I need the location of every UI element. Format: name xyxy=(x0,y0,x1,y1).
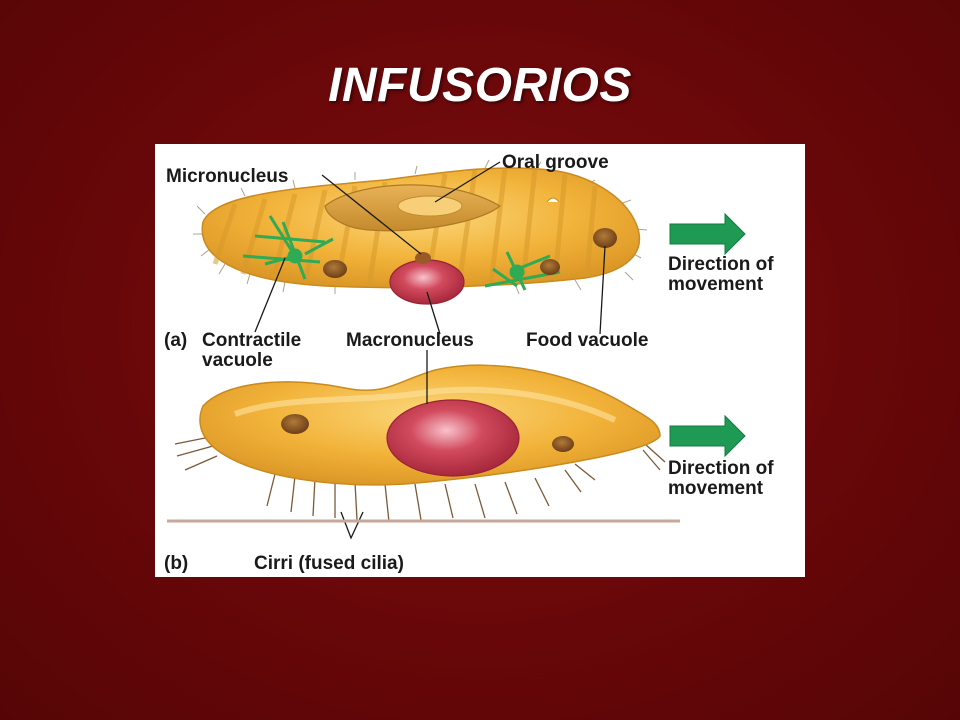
food-vacuole-a1 xyxy=(323,260,347,278)
micronucleus-shape xyxy=(415,252,431,264)
label-contractile-line1: Contractile xyxy=(202,330,301,351)
body-b-highlight xyxy=(233,386,617,423)
label-micronucleus: Micronucleus xyxy=(166,166,288,187)
contractile-vacuole-right xyxy=(484,251,561,291)
food-vacuole-b2 xyxy=(552,436,574,452)
food-vacuole-a2 xyxy=(540,259,560,275)
food-vacuole-b1 xyxy=(281,414,309,434)
label-macronucleus: Macronucleus xyxy=(346,330,474,351)
slide-title: INFUSORIOS xyxy=(328,59,632,112)
label-direction-a-line1: Direction of xyxy=(668,254,774,275)
macronucleus-a xyxy=(389,259,465,305)
label-direction-a-line2: movement xyxy=(668,274,764,295)
label-part-a: (a) xyxy=(164,330,187,351)
label-direction-b-line2: movement xyxy=(668,478,764,499)
oral-groove-center xyxy=(397,195,463,217)
cilia-a xyxy=(193,159,648,295)
food-vacuole-a3 xyxy=(593,228,617,248)
label-food-vacuole: Food vacuole xyxy=(526,330,648,351)
figure-svg: Micronucleus Oral groove Direction of mo… xyxy=(164,152,774,574)
label-part-b: (b) xyxy=(164,553,188,574)
leader-lines-a xyxy=(254,161,606,335)
label-cirri: Cirri (fused cilia) xyxy=(254,553,404,574)
direction-arrow-a xyxy=(669,212,746,256)
macronucleus-b xyxy=(386,399,520,477)
oral-notch xyxy=(546,197,560,203)
organism-a xyxy=(193,159,648,305)
contractile-vacuole-left xyxy=(242,215,334,280)
label-oral-groove: Oral groove xyxy=(502,152,609,173)
label-contractile-line2: vacuole xyxy=(202,350,273,371)
paramecium-figure: Micronucleus Oral groove Direction of mo… xyxy=(155,144,805,577)
label-direction-b-line1: Direction of xyxy=(668,458,774,479)
direction-arrow-b xyxy=(669,414,746,458)
organism-b xyxy=(174,364,666,523)
cirri-b xyxy=(174,435,666,523)
